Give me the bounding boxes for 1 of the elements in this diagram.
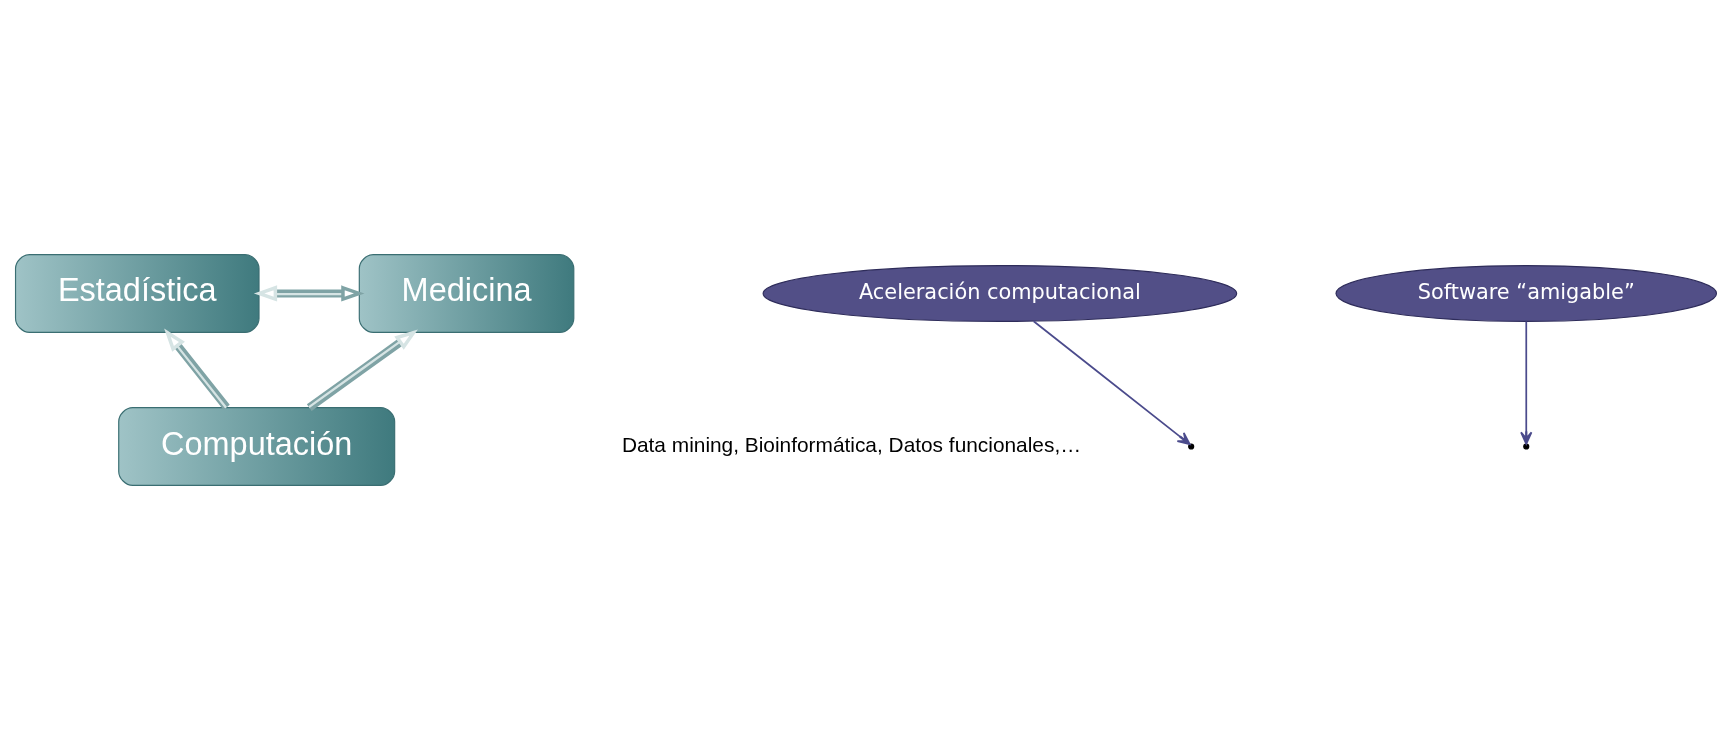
label: Data mining, Bioinformática, Datos funcionales,…	[621, 432, 1082, 456]
